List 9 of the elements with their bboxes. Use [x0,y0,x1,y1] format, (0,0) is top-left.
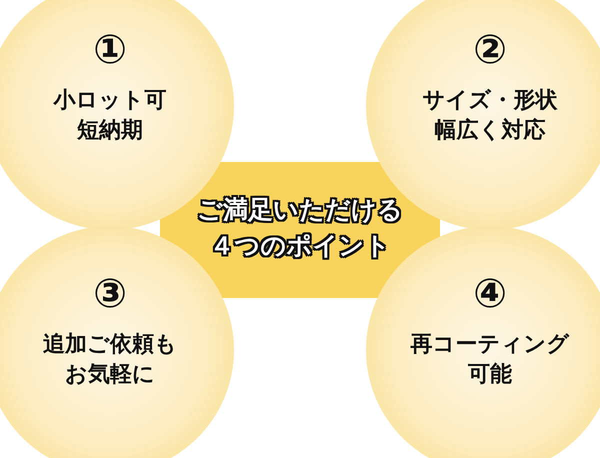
point-number: ① [93,30,127,70]
point-number: ③ [93,274,127,314]
banner-title: ご満足いただける４つのポイント [196,194,404,262]
point-number: ④ [473,274,507,314]
point-text: 再コーティング可能 [409,331,570,389]
point-text: 追加ご依頼もお気軽に [42,331,178,389]
point-text: 小ロット可短納期 [52,87,168,145]
point-text: サイズ・形状幅広く対応 [421,87,558,145]
point-number: ② [473,30,507,70]
